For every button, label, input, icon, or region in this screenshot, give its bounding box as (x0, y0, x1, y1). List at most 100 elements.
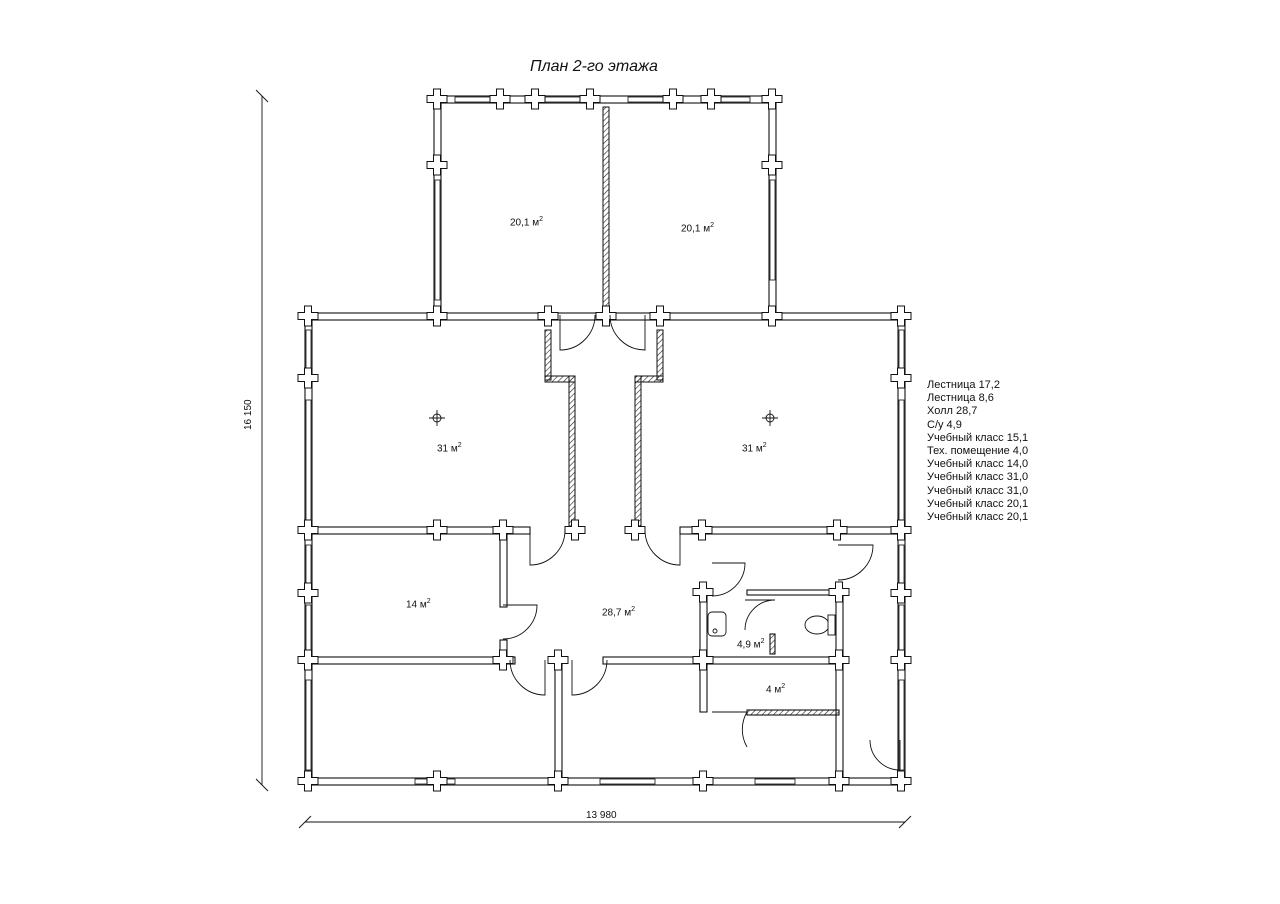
window (898, 329, 905, 371)
log-corner-cross (595, 305, 617, 327)
room-area-label: 28,7 м2 (602, 606, 636, 619)
log-corner-cross (761, 88, 783, 110)
log-corner-cross (426, 305, 448, 327)
window (305, 399, 312, 521)
log-corner-cross (297, 649, 319, 671)
legend-item: Учебный класс 20,1 (927, 511, 1029, 524)
window (754, 778, 796, 785)
toilet-tank-icon (827, 614, 836, 636)
log-corner-cross (761, 305, 783, 327)
log-corner-cross (890, 649, 912, 671)
room-area-label: 31 м2 (742, 442, 767, 455)
log-corner-cross (489, 88, 511, 110)
partition (602, 106, 610, 316)
log-corner-cross (547, 770, 569, 792)
door (644, 529, 681, 566)
wall (304, 656, 516, 665)
log-corner-cross (890, 770, 912, 792)
window (305, 329, 312, 371)
door (869, 739, 901, 771)
log-corner-cross (890, 519, 912, 541)
log-corner-cross (692, 649, 714, 671)
partition (544, 329, 552, 381)
room-area-label: 4,9 м2 (737, 638, 765, 651)
log-corner-cross (524, 88, 546, 110)
door (571, 659, 608, 696)
log-corner-cross (662, 88, 684, 110)
window (305, 604, 312, 651)
window (434, 179, 441, 301)
wall (679, 526, 906, 535)
log-corner-cross (297, 519, 319, 541)
width-dimension-label: 13 980 (586, 810, 617, 821)
log-corner-cross (297, 582, 319, 604)
plan-title: План 2-го этажа (530, 58, 658, 75)
room-area-label: 4 м2 (766, 683, 786, 696)
log-corner-cross (692, 770, 714, 792)
log-corner-cross (890, 582, 912, 604)
partition (656, 329, 664, 381)
partition (634, 375, 642, 527)
window (898, 679, 905, 771)
legend-item: Учебный класс 14,0 (927, 458, 1029, 471)
door (712, 711, 748, 748)
window (898, 604, 905, 651)
window (599, 778, 656, 785)
log-corner-cross (649, 305, 671, 327)
window (544, 96, 584, 103)
log-corner-cross (624, 519, 646, 541)
legend-item: С/у 4,9 (927, 418, 962, 431)
height-dim-tick (255, 778, 269, 792)
log-corner-cross (426, 154, 448, 176)
log-corner-cross (692, 581, 714, 603)
sink-icon (707, 611, 727, 637)
log-corner-cross (492, 649, 514, 671)
log-corner-cross (700, 88, 722, 110)
log-corner-cross (426, 770, 448, 792)
door (837, 544, 874, 581)
door (502, 604, 538, 640)
window (898, 544, 905, 586)
door (529, 529, 566, 566)
legend-item: Учебный класс 31,0 (927, 471, 1029, 484)
log-corner-cross (691, 519, 713, 541)
room-area-label: 31 м2 (437, 442, 462, 455)
log-corner-cross (890, 367, 912, 389)
log-corner-cross (297, 367, 319, 389)
log-corner-cross (297, 770, 319, 792)
window (305, 679, 312, 771)
sink-drain-icon (712, 628, 718, 634)
log-corner-cross (426, 519, 448, 541)
door (559, 314, 596, 351)
log-corner-cross (564, 519, 586, 541)
toilet-icon (804, 615, 830, 635)
room-legend: Лестница 17,2 Лестница 8,6 Холл 28,7 С/у… (927, 379, 1028, 524)
height-dimension-label: 16 150 (243, 399, 254, 430)
wall (746, 589, 840, 596)
log-corner-cross (828, 649, 850, 671)
window (898, 399, 905, 521)
legend-item: Тех. помещение 4,0 (927, 445, 1029, 458)
window (305, 544, 312, 586)
legend-item: Учебный класс 15,1 (927, 431, 1029, 444)
width-dim-tick (298, 815, 312, 829)
log-corner-cross (426, 88, 448, 110)
log-corner-cross (826, 519, 848, 541)
door (609, 314, 646, 351)
wall (769, 633, 776, 655)
partition (568, 375, 576, 527)
legend-item: Лестница 8,6 (927, 392, 994, 405)
height-dim-tick (255, 89, 269, 103)
log-corner-cross (537, 305, 559, 327)
legend-item: Холл 28,7 (927, 405, 978, 418)
log-corner-cross (492, 519, 514, 541)
wall (746, 709, 840, 716)
log-corner-cross (579, 88, 601, 110)
light-cross-icon (429, 410, 778, 426)
wall (835, 589, 844, 783)
door (744, 599, 776, 631)
width-dim-tick (898, 815, 912, 829)
door (711, 562, 746, 597)
window (627, 96, 667, 103)
